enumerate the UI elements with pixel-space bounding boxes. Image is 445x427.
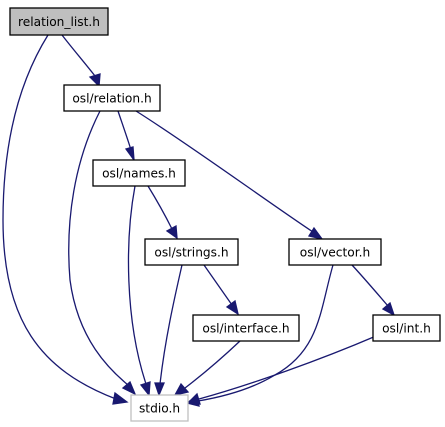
edge-osl-vector-h-to-osl-int-h xyxy=(351,264,396,317)
edge-arrowhead xyxy=(381,301,396,317)
edge-osl-interface-h-to-stdio-h xyxy=(173,340,241,396)
edge-osl-names-h-to-osl-strings-h xyxy=(147,185,178,240)
edge-osl-strings-h-to-stdio-h xyxy=(154,264,183,397)
edge-osl-relation-h-to-osl-vector-h xyxy=(135,110,324,241)
node-label: relation_list.h xyxy=(18,15,100,29)
node-label: osl/relation.h xyxy=(72,91,151,105)
edge-osl-strings-h-to-osl-interface-h xyxy=(203,264,239,316)
edge-osl-relation-h-to-osl-names-h xyxy=(117,110,135,163)
node-box xyxy=(144,238,239,266)
edge-osl-names-h-to-stdio-h xyxy=(127,185,151,397)
node-osl-relation-h[interactable]: osl/relation.h xyxy=(63,84,161,112)
node-box xyxy=(192,314,300,342)
node-label: osl/names.h xyxy=(102,166,176,180)
node-label: osl/int.h xyxy=(382,321,431,335)
edge-line xyxy=(147,185,173,230)
node-box xyxy=(92,159,186,187)
node-label: osl/interface.h xyxy=(202,321,289,335)
edge-relation-list-h-to-stdio-h xyxy=(2,34,129,405)
node-osl-int-h[interactable]: osl/int.h xyxy=(372,314,441,342)
edge-arrowhead xyxy=(154,382,165,397)
edge-line xyxy=(117,110,132,151)
node-label: stdio.h xyxy=(139,401,180,415)
node-stdio-h: stdio.h xyxy=(130,394,189,422)
node-osl-vector-h[interactable]: osl/vector.h xyxy=(288,238,382,266)
edge-line xyxy=(68,110,129,386)
edge-arrowhead xyxy=(307,226,324,241)
node-box xyxy=(288,238,382,266)
edge-arrowhead xyxy=(88,73,101,88)
edge-arrowhead xyxy=(225,299,239,316)
node-box xyxy=(9,7,109,36)
node-osl-names-h[interactable]: osl/names.h xyxy=(92,159,186,187)
edge-line xyxy=(159,264,183,385)
edge-relation-list-h-to-osl-relation-h xyxy=(61,34,101,88)
node-box xyxy=(130,394,189,422)
node-box xyxy=(63,84,161,112)
edge-arrowhead xyxy=(173,382,190,396)
edge-arrowhead xyxy=(186,392,201,405)
edge-line xyxy=(198,335,377,400)
node-label: osl/strings.h xyxy=(154,245,228,259)
edge-arrowhead xyxy=(165,224,178,240)
nodes-layer: relation_list.h osl/relation.h osl/names.h… xyxy=(9,7,441,422)
edge-arrowhead xyxy=(121,380,137,396)
edge-arrowhead xyxy=(139,381,151,397)
edges-layer xyxy=(2,34,396,407)
edge-line xyxy=(2,34,117,400)
edge-line xyxy=(135,110,314,233)
node-box xyxy=(372,314,441,342)
edge-line xyxy=(61,34,96,77)
edge-osl-relation-h-to-stdio-h xyxy=(68,110,137,396)
node-relation-list-h[interactable]: relation_list.h xyxy=(9,7,109,36)
edge-line xyxy=(127,185,147,385)
edge-line xyxy=(184,340,241,389)
edge-osl-int-h-to-stdio-h xyxy=(186,335,377,405)
edge-arrowhead xyxy=(124,146,135,163)
node-osl-strings-h[interactable]: osl/strings.h xyxy=(144,238,239,266)
node-label: osl/vector.h xyxy=(300,245,370,259)
node-osl-interface-h[interactable]: osl/interface.h xyxy=(192,314,300,342)
edge-line xyxy=(351,264,389,307)
edge-arrowhead xyxy=(112,391,129,405)
edge-line xyxy=(203,264,233,306)
